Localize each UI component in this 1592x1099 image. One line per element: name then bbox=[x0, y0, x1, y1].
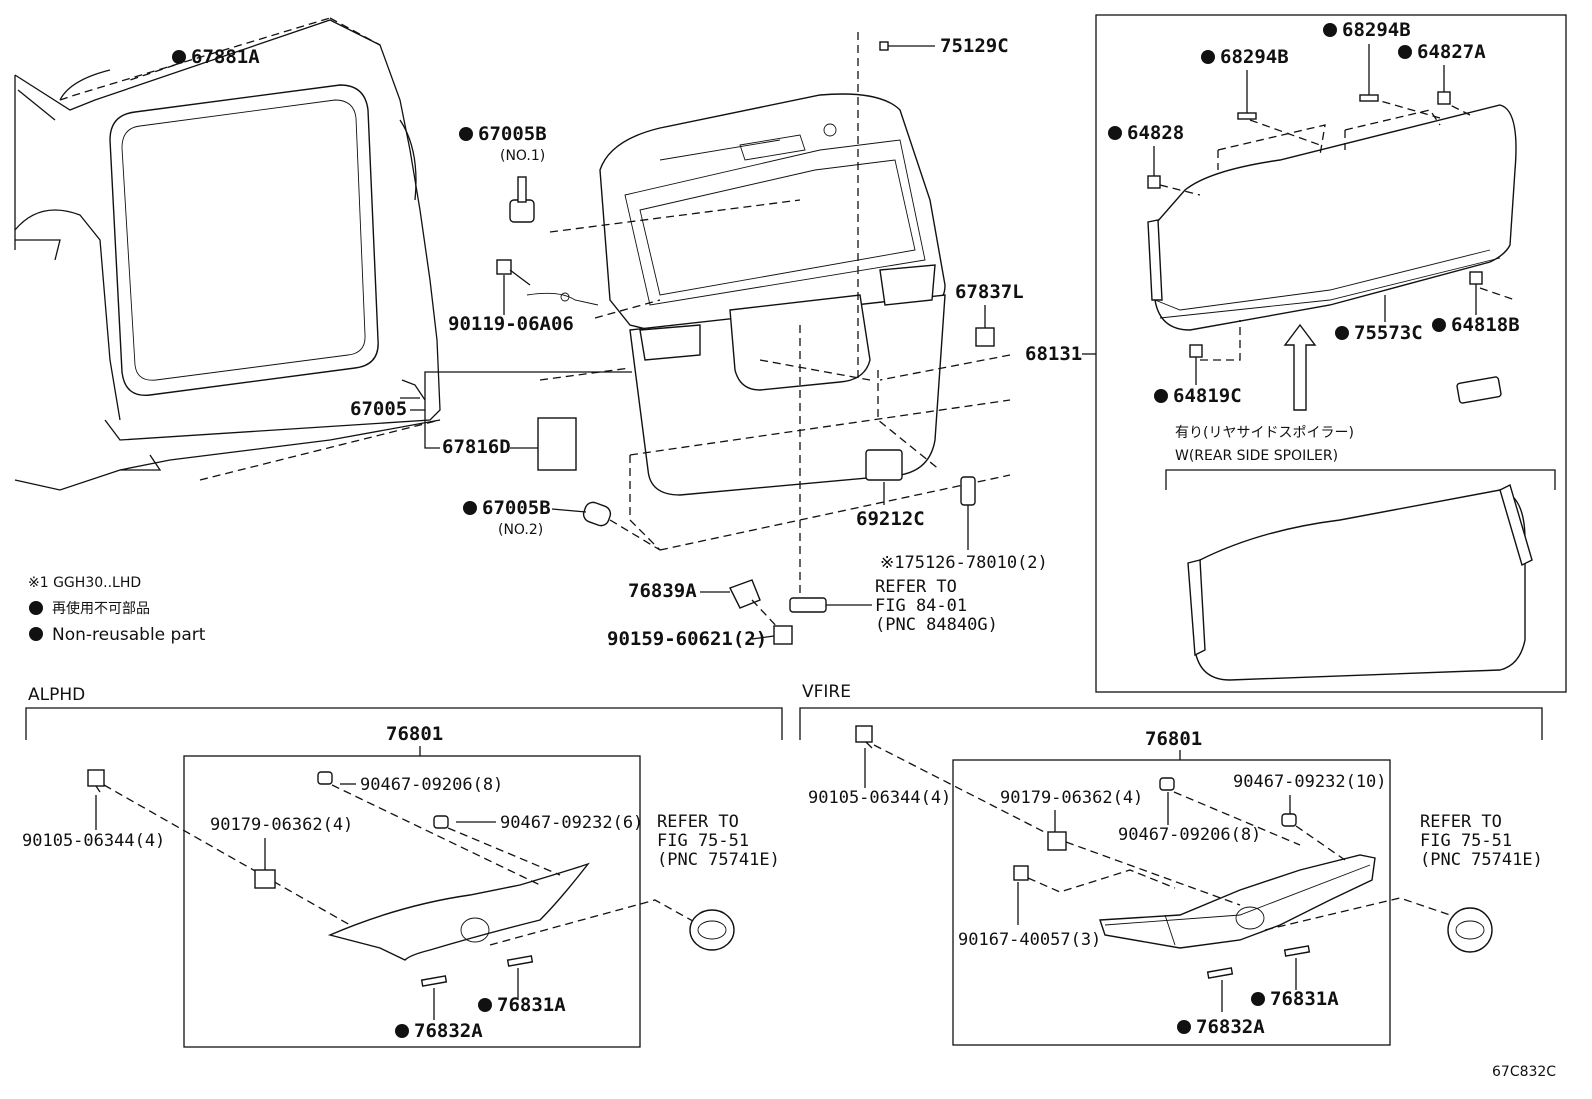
side-spoiler bbox=[1194, 489, 1526, 681]
label-75129c: 75129C bbox=[940, 35, 1009, 57]
label-67005: 67005 bbox=[350, 398, 407, 420]
vfire-section: VFIRE 76801 90105-06344(4) 90179-06362(4… bbox=[799, 682, 1543, 1046]
spoiler-en: W(REAR SIDE SPOILER) bbox=[1175, 448, 1338, 464]
vfire-76831a-label: 76831A bbox=[1270, 988, 1339, 1010]
label-no1: (NO.1) bbox=[500, 148, 545, 164]
label-69212c: 69212C bbox=[856, 508, 925, 530]
vfire-assy-label: 76801 bbox=[1145, 728, 1202, 750]
vfire-emblem-icon bbox=[1447, 907, 1493, 953]
alphd-nut-label: 90179-06362(4) bbox=[210, 815, 353, 835]
label-76839a: 76839A bbox=[628, 580, 697, 602]
label-75573c: 75573C bbox=[1354, 322, 1423, 344]
spoiler-panel: 68294B 68294B 64827A 64828 75573C 64818B… bbox=[1095, 14, 1567, 693]
cushion-67005b-no2 bbox=[582, 501, 612, 527]
spoiler-75573c bbox=[1149, 104, 1517, 331]
vfire-refer-l3: (PNC 75741E) bbox=[1420, 850, 1543, 870]
label-64827a: 64827A bbox=[1417, 41, 1486, 63]
cushion-67005b-no1 bbox=[509, 199, 535, 223]
vfire-refer-l1: REFER TO bbox=[1420, 812, 1502, 832]
emblem-icon bbox=[689, 909, 735, 951]
legend-jp: 再使用不可部品 bbox=[52, 600, 150, 617]
alphd-assy-box bbox=[183, 755, 641, 1048]
label-90159: 90159-60621(2) bbox=[607, 628, 767, 650]
arrow-up-icon bbox=[1283, 323, 1317, 411]
label-68294b-a: 68294B bbox=[1220, 46, 1289, 68]
labels-center: 67881A 67005B (NO.1) 90119-06A06 67005 6… bbox=[129, 35, 1096, 650]
label-67837l: 67837L bbox=[955, 281, 1024, 303]
alphd-refer-l2: FIG 75-51 bbox=[657, 831, 749, 851]
vfire-clip1-label: 90467-09206(8) bbox=[1118, 825, 1261, 845]
alphd-assy-label: 76801 bbox=[386, 723, 443, 745]
vfire-refer-l2: FIG 75-51 bbox=[1420, 831, 1512, 851]
vfire-clip2-label: 90467-09232(10) bbox=[1233, 772, 1387, 792]
label-64818b: 64818B bbox=[1451, 314, 1520, 336]
vfire-bolt-label: 90105-06344(4) bbox=[808, 788, 951, 808]
alphd-title: ALPHD bbox=[28, 685, 85, 705]
label-67005b-1: 67005B bbox=[478, 123, 547, 145]
alphd-bolt-label: 90105-06344(4) bbox=[22, 831, 165, 851]
legend: ※1 GGH30..LHD 再使用不可部品 Non-reusable part bbox=[28, 575, 206, 645]
alphd-clip1-label: 90467-09206(8) bbox=[360, 775, 503, 795]
alphd-76831a-label: 76831A bbox=[497, 994, 566, 1016]
figure-code: 67C832C bbox=[1492, 1064, 1556, 1080]
legend-en: Non-reusable part bbox=[52, 625, 206, 645]
label-64828: 64828 bbox=[1127, 122, 1184, 144]
back-door-illustration bbox=[599, 93, 946, 496]
spoiler-jp: 有り(リヤサイドスポイラー) bbox=[1175, 425, 1354, 441]
label-64819c: 64819C bbox=[1173, 385, 1242, 407]
label-67005b-2: 67005B bbox=[482, 497, 551, 519]
alphd-clip2-label: 90467-09232(6) bbox=[500, 813, 643, 833]
vfire-nut-label: 90179-06362(4) bbox=[1000, 788, 1143, 808]
label-67816d: 67816D bbox=[442, 436, 511, 458]
switch-84840g bbox=[789, 597, 827, 613]
refer1-line2: FIG 84-01 bbox=[875, 596, 967, 616]
vehicle-body-illustration bbox=[14, 17, 441, 491]
leader-lines-center bbox=[539, 32, 1011, 600]
pad-67816d bbox=[537, 417, 577, 471]
handle-69212c bbox=[865, 449, 903, 481]
alphd-refer-l1: REFER TO bbox=[657, 812, 739, 832]
alphd-76832a-label: 76832A bbox=[414, 1020, 483, 1042]
label-90119: 90119-06A06 bbox=[448, 313, 574, 335]
vfire-screw-label: 90167-40057(3) bbox=[958, 930, 1101, 950]
label-175126: ※175126-78010(2) bbox=[880, 553, 1048, 573]
alphd-section: ALPHD 76801 90105-06344(4) 90467-09206(8… bbox=[22, 685, 783, 1048]
vfire-assy-box bbox=[952, 759, 1391, 1046]
label-68294b-b: 68294B bbox=[1342, 19, 1411, 41]
label-no2: (NO.2) bbox=[498, 522, 543, 538]
label-68131: 68131 bbox=[1025, 343, 1082, 365]
vfire-garnish bbox=[1099, 854, 1376, 949]
clip-67837l bbox=[975, 327, 995, 347]
refer1-line1: REFER TO bbox=[875, 577, 957, 597]
alphd-garnish bbox=[327, 862, 590, 961]
small-parts-center bbox=[496, 41, 995, 645]
spoiler-box bbox=[1095, 14, 1567, 693]
legend-note: ※1 GGH30..LHD bbox=[28, 575, 141, 591]
vfire-76832a-label: 76832A bbox=[1196, 1016, 1265, 1038]
label-67881a: 67881A bbox=[191, 46, 260, 68]
alphd-refer-l3: (PNC 75741E) bbox=[657, 850, 780, 870]
vfire-title: VFIRE bbox=[802, 682, 851, 702]
refer1-line3: (PNC 84840G) bbox=[875, 615, 998, 635]
